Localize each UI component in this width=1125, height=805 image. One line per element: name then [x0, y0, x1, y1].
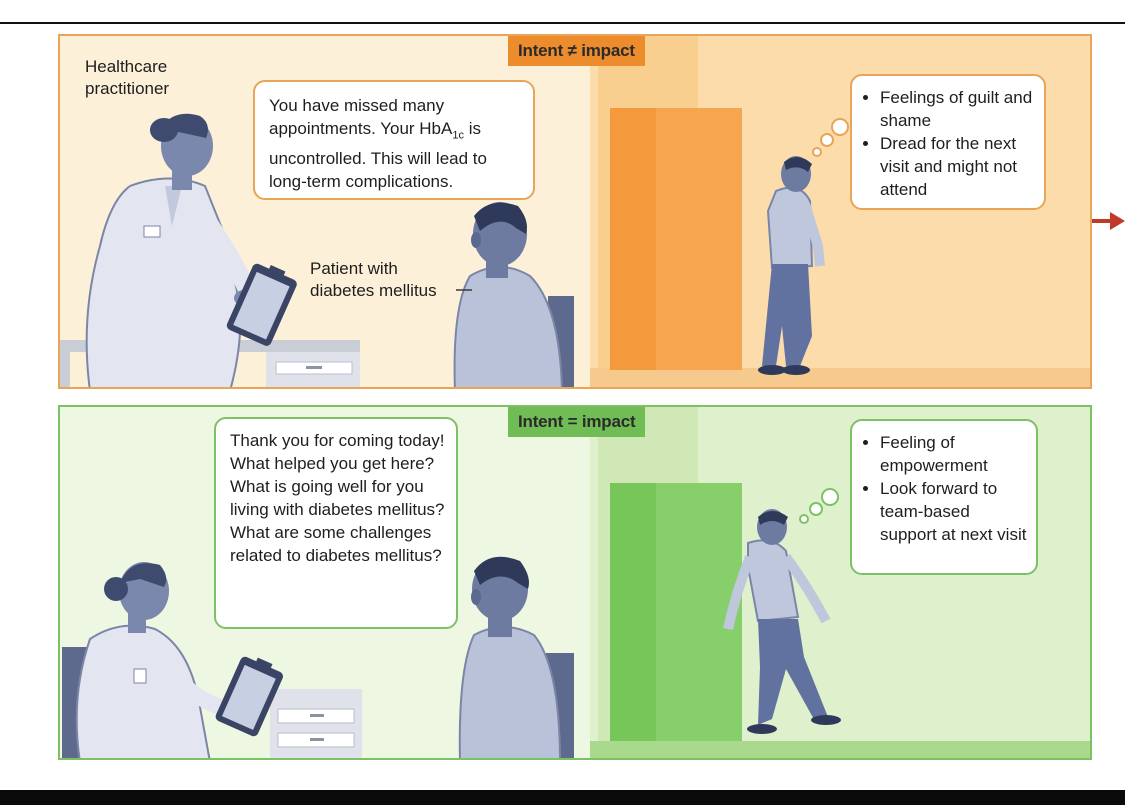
practitioner-label: Healthcare practitioner: [85, 56, 205, 100]
patient-thought-bubble: Feelings of guilt and shame Dread for th…: [850, 74, 1046, 210]
thought-item: Feelings of guilt and shame: [880, 86, 1036, 132]
patient-label-text: Patient with diabetes mellitus: [310, 259, 437, 300]
doorway-top: [610, 108, 742, 370]
bottom-border: [0, 790, 1125, 805]
patient-figure: [458, 556, 574, 758]
thought-item: Feeling of empowerment: [880, 431, 1028, 477]
practitioner-figure: [85, 113, 259, 387]
speech-text-start: You have missed many appointments. Your …: [269, 96, 453, 138]
clipboard-icon: [226, 263, 297, 346]
patient-thought-bubble: Feeling of empowerment Look forward to t…: [850, 419, 1038, 575]
practitioner-speech-bubble: Thank you for coming today! What helped …: [214, 417, 458, 629]
practitioner-figure: [62, 562, 223, 758]
intent-impact-tag: Intent ≠ impact: [508, 36, 645, 66]
practitioner-speech-bubble: You have missed many appointments. Your …: [253, 80, 535, 200]
right-arrow-icon: [1092, 212, 1125, 230]
patient-label: Patient with diabetes mellitus: [310, 258, 460, 302]
practitioner-label-text: Healthcare practitioner: [85, 57, 170, 98]
panel-intent-equals-impact: Intent = impact Thank you for coming tod…: [58, 405, 1092, 760]
speech-text-end: is uncontrolled. This will lead to long-…: [269, 119, 487, 192]
thought-item: Dread for the next visit and might not a…: [880, 132, 1036, 201]
thought-bubble-icon: [812, 118, 849, 157]
thought-bubble-icon: [799, 488, 839, 524]
doorway-bottom: [610, 483, 742, 741]
desk-bottom: [270, 689, 362, 758]
walking-patient-figure: [723, 509, 841, 734]
scene-bottom: [62, 407, 1090, 758]
top-border: [0, 0, 1125, 24]
speech-subscript: 1c: [452, 129, 464, 142]
clipboard-icon: [215, 656, 283, 737]
thought-item: Look forward to team-based support at ne…: [880, 477, 1028, 546]
walking-patient-figure: [758, 156, 825, 375]
intent-impact-tag: Intent = impact: [508, 407, 646, 437]
panel-intent-not-equal-impact: Intent ≠ impact Healthcare practitioner …: [58, 34, 1092, 389]
patient-figure: [453, 202, 574, 387]
